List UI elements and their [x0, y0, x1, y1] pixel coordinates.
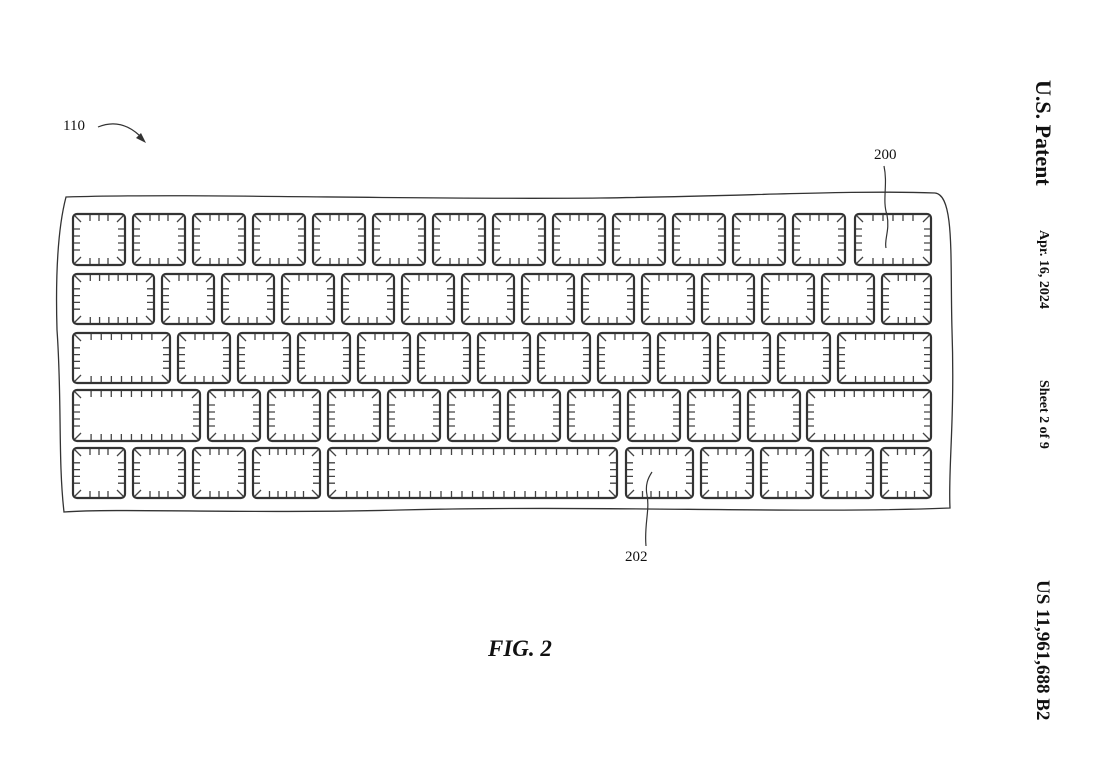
patent-header-title: U.S. Patent — [1031, 80, 1056, 186]
key — [759, 446, 815, 500]
key — [716, 331, 772, 385]
key — [71, 388, 202, 443]
key — [71, 212, 127, 267]
key — [776, 331, 832, 385]
key — [71, 331, 172, 385]
key-grid — [71, 212, 933, 500]
key — [191, 212, 247, 267]
key — [699, 446, 755, 500]
key — [624, 446, 695, 500]
key — [400, 272, 456, 326]
key — [760, 272, 816, 326]
key — [671, 212, 727, 267]
sheet-number: Sheet 2 of 9 — [1036, 380, 1051, 449]
key — [176, 331, 232, 385]
key — [191, 446, 247, 500]
key — [206, 388, 262, 443]
key — [446, 388, 502, 443]
key — [520, 272, 576, 326]
key — [819, 446, 875, 500]
patent-number: US 11,961,688 B2 — [1032, 580, 1053, 721]
key — [805, 388, 933, 443]
key — [880, 272, 933, 326]
key — [71, 272, 156, 326]
key — [580, 272, 636, 326]
key — [746, 388, 802, 443]
key — [853, 212, 933, 267]
key — [416, 331, 472, 385]
key — [460, 272, 516, 326]
key — [626, 388, 682, 443]
key — [131, 212, 187, 267]
key — [356, 331, 412, 385]
key — [71, 446, 127, 500]
key — [220, 272, 276, 326]
spacebar-key — [326, 446, 619, 500]
key — [566, 388, 622, 443]
key — [251, 212, 307, 267]
key — [879, 446, 933, 500]
key — [551, 212, 607, 267]
ref-label-110: 110 — [63, 118, 85, 134]
ref-label-202: 202 — [625, 549, 648, 565]
device-outline — [55, 191, 954, 513]
key — [266, 388, 322, 443]
key — [431, 212, 487, 267]
figure-label: FIG. 2 — [488, 636, 552, 661]
key — [731, 212, 787, 267]
key — [640, 272, 696, 326]
key — [296, 331, 352, 385]
ref-label-200: 200 — [874, 147, 897, 163]
key — [236, 331, 292, 385]
key — [836, 331, 933, 385]
ref-110-arrowhead — [136, 133, 146, 143]
key — [791, 212, 847, 267]
key — [686, 388, 742, 443]
key — [311, 212, 367, 267]
key — [656, 331, 712, 385]
ref-202-leader — [644, 471, 653, 547]
key — [340, 272, 396, 326]
key — [536, 331, 592, 385]
key — [596, 331, 652, 385]
key — [160, 272, 216, 326]
key — [386, 388, 442, 443]
key — [251, 446, 322, 500]
ref-110-arrow — [97, 123, 144, 140]
key — [506, 388, 562, 443]
key — [131, 446, 187, 500]
key — [280, 272, 336, 326]
key — [371, 212, 427, 267]
key — [700, 272, 756, 326]
key — [326, 388, 382, 443]
key — [491, 212, 547, 267]
key — [476, 331, 532, 385]
key — [820, 272, 876, 326]
ref-200-leader — [883, 165, 889, 249]
key — [611, 212, 667, 267]
patent-date: Apr. 16, 2024 — [1036, 230, 1051, 309]
